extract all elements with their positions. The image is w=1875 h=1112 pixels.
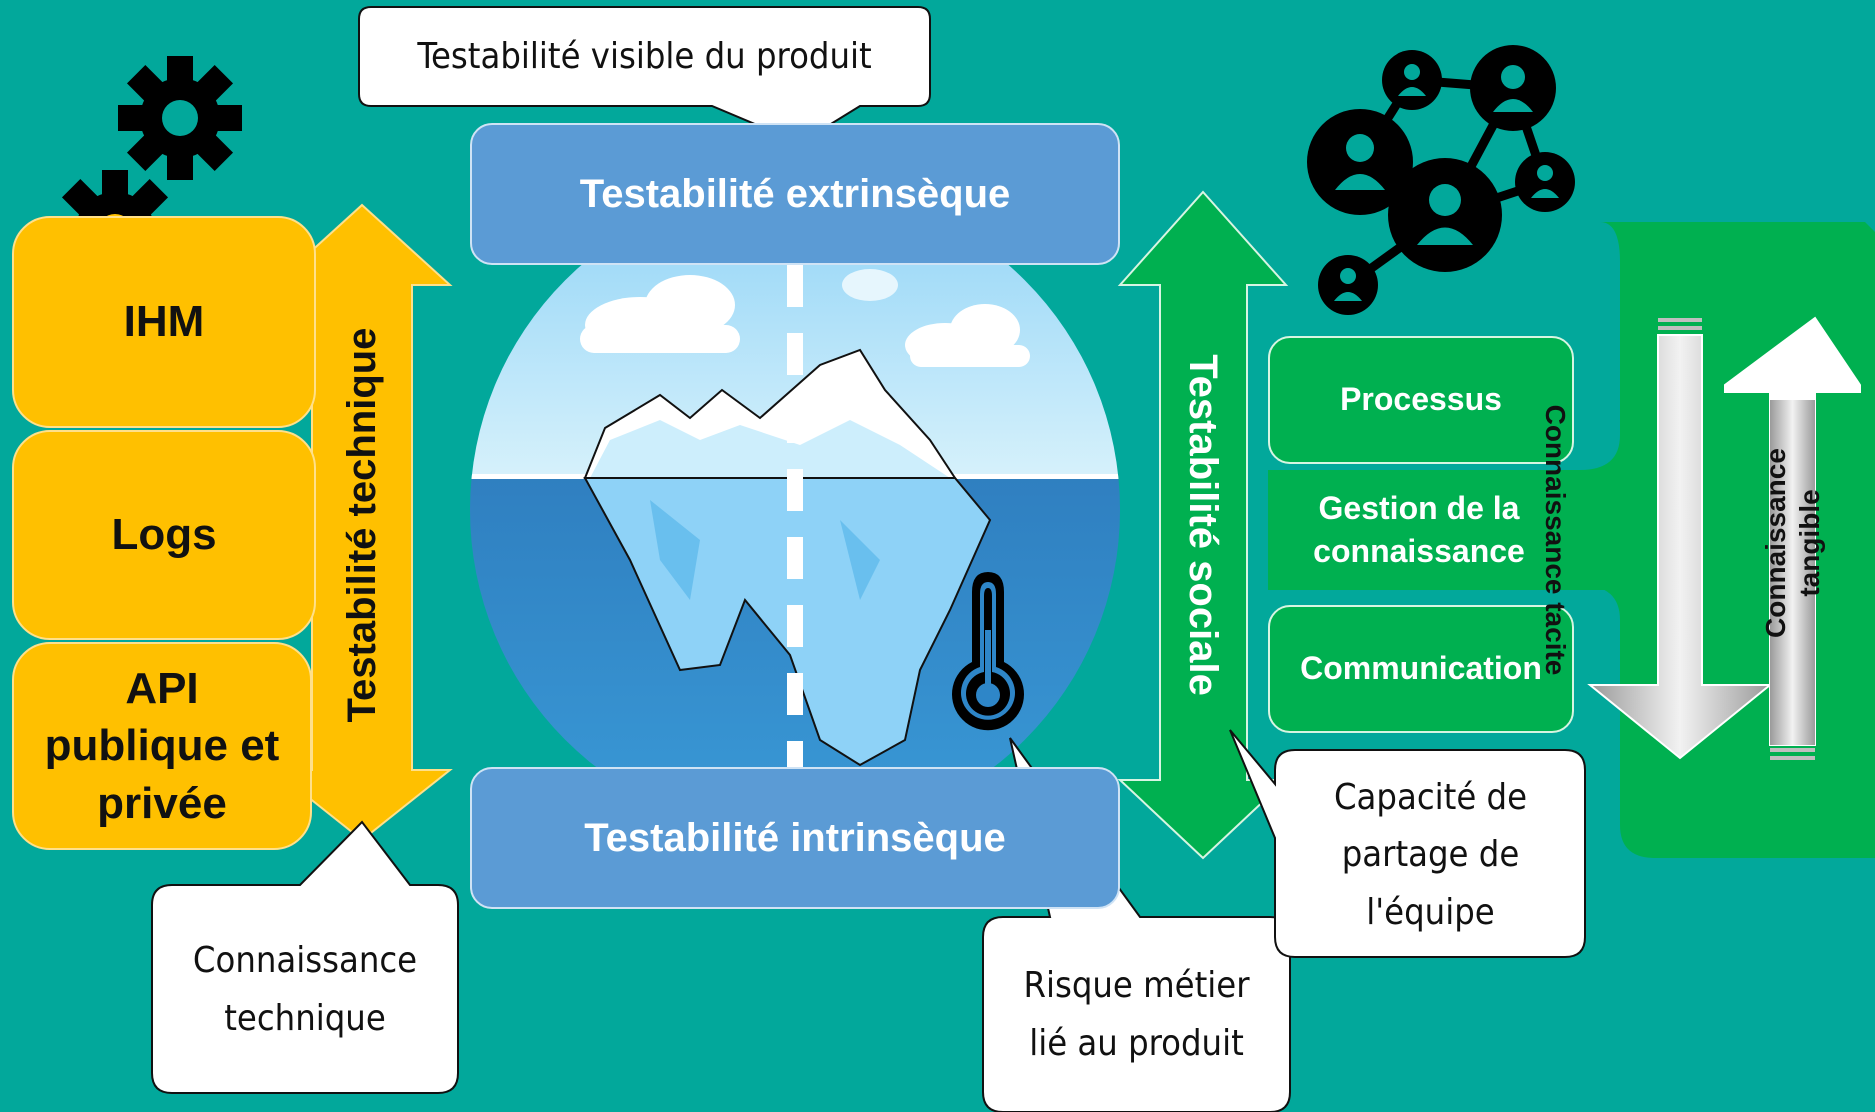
social-arrow [1117,190,1289,860]
extrinsic-box: Testabilité extrinsèque [470,123,1120,265]
callout-visible: Testabilité visible du produit [417,35,872,77]
layer-label: IHM [123,297,205,347]
tacit-arrow [1587,318,1773,760]
layer-label: API publique et privée [44,664,280,828]
social-item-communication: Communication [1268,605,1574,733]
thermometer-icon [951,572,1025,731]
tangible-arrow [1724,316,1861,760]
layer-label: Logs [111,510,217,560]
extrinsic-label: Testabilité extrinsèque [579,171,1011,216]
callout-partage: Capacité de partage de l'équipe [1333,776,1528,933]
people-network-icon [1307,45,1575,315]
intrinsic-label: Testabilité intrinsèque [584,815,1006,860]
callout-technique: Connaissance technique [192,940,418,1039]
tacit-label: Connaissance tacite [1540,404,1571,676]
social-item-processus: Processus [1268,336,1574,464]
callout-risque: Risque métier lié au produit [1023,965,1250,1064]
social-item-label: Gestion de la connaissance [1313,489,1525,569]
layer-ihm: IHM [12,216,316,428]
social-arrow-label: Testabilité sociale [1181,354,1226,696]
iceberg-globe [470,185,1120,835]
social-item-label: Communication [1300,650,1542,687]
technical-arrow-label: Testabilité technique [339,327,384,723]
knowledge-link-bar [1268,470,1628,590]
social-item-gestion: Gestion de la connaissance [1268,470,1570,590]
social-item-label: Processus [1340,381,1502,418]
layer-api: API publique et privée [12,642,312,850]
tangible-label: Connaissance tangible [1760,448,1825,638]
layer-logs: Logs [12,430,316,640]
intrinsic-box: Testabilité intrinsèque [470,767,1120,909]
